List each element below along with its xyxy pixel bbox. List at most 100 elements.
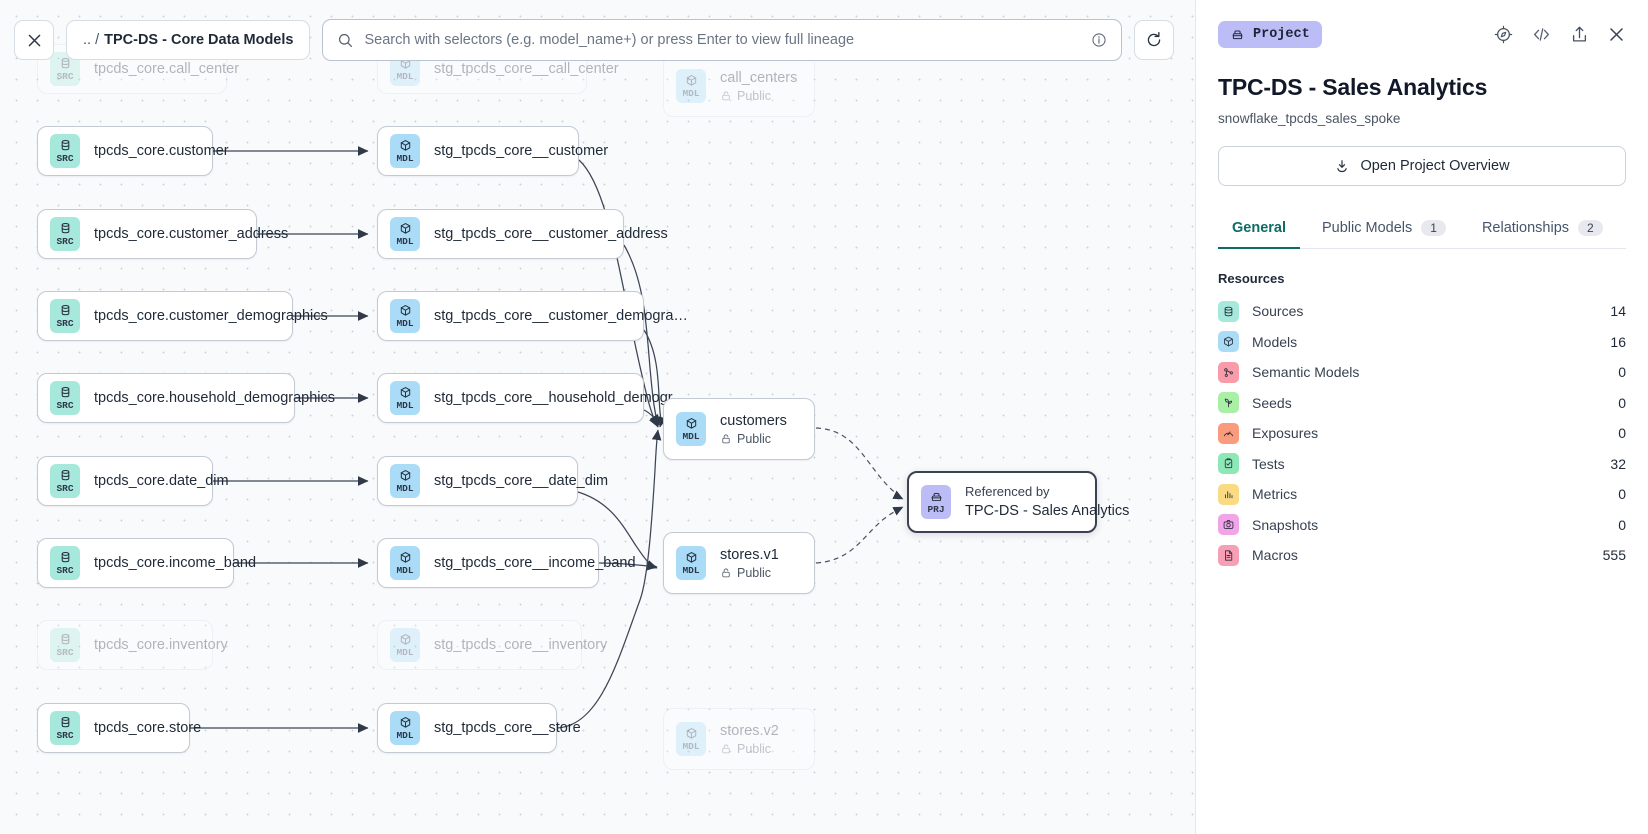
resource-row-exposures[interactable]: Exposures 0 <box>1218 418 1626 449</box>
src-db-icon <box>61 57 69 69</box>
badge-label: MDL <box>682 431 700 442</box>
node-text-group: stg_tpcds_core__call_center <box>434 60 619 78</box>
badge-label: SRC <box>56 730 74 741</box>
node-text-group: tpcds_core.customer_address <box>94 225 288 243</box>
refresh-button[interactable] <box>1134 20 1174 60</box>
node-title: stg_tpcds_core__customer_demogra… <box>434 308 688 324</box>
project-chip-label: Project <box>1253 26 1310 42</box>
document-icon <box>1225 550 1233 561</box>
mdl-badge: MDL <box>390 711 420 745</box>
badge-label: MDL <box>396 153 414 164</box>
badge-label: MDL <box>396 318 414 329</box>
src-badge: SRC <box>50 299 80 333</box>
node-title: stores.v1 <box>720 546 779 563</box>
seedling-icon <box>1224 398 1233 408</box>
graph-icon-container <box>1218 361 1239 383</box>
node-text-group: stg_tpcds_core__customer <box>434 142 608 160</box>
node-title: tpcds_core.date_dim <box>94 473 229 489</box>
node-title: tpcds_core.customer <box>94 143 229 159</box>
mdl-cube-icon <box>686 728 696 739</box>
node-text-group: tpcds_core.date_dim <box>94 472 229 490</box>
tab-label: General <box>1232 220 1286 236</box>
lock-icon <box>722 744 730 754</box>
explore-button[interactable] <box>1494 25 1513 44</box>
badge-label: PRJ <box>927 504 945 515</box>
graph-node-mdl_stg_customer[interactable]: MDL stg_tpcds_core__customer <box>377 126 608 176</box>
node-visibility-label: Public <box>737 431 772 446</box>
share-icon <box>1572 26 1587 42</box>
mdl-badge: MDL <box>390 546 420 580</box>
resource-name: Sources <box>1252 303 1304 320</box>
info-icon[interactable] <box>1091 32 1107 48</box>
breadcrumb[interactable]: .. / TPC-DS - Core Data Models <box>66 20 311 60</box>
share-button[interactable] <box>1570 25 1589 44</box>
clipboard-icon <box>1224 458 1233 469</box>
lock-icon <box>722 91 730 101</box>
resource-name: Snapshots <box>1252 516 1319 533</box>
camera-icon <box>1223 520 1234 530</box>
open-project-overview-button[interactable]: Open Project Overview <box>1218 146 1626 186</box>
mdl-cube-icon <box>400 387 410 398</box>
page-title: TPC-DS - Sales Analytics <box>1218 74 1488 100</box>
search-box[interactable] <box>322 19 1122 61</box>
resource-count: 0 <box>1618 425 1626 442</box>
mdl-cube-icon <box>400 140 410 151</box>
lock-icon <box>722 568 730 578</box>
src-badge: SRC <box>50 628 80 662</box>
badge-label: SRC <box>56 236 74 247</box>
resource-name: Metrics <box>1252 486 1298 503</box>
node-title: tpcds_core.customer_demographics <box>94 308 328 324</box>
graph-node-src_inventory[interactable]: SRC tpcds_core.inventory <box>37 620 228 670</box>
graph-node-src_cust_demo[interactable]: SRC tpcds_core.customer_demographics <box>37 291 328 341</box>
code-button[interactable] <box>1531 24 1552 45</box>
tab-general[interactable]: General <box>1218 210 1300 249</box>
close-panel-button[interactable] <box>1607 25 1626 44</box>
node-text-group: tpcds_core.customer <box>94 142 229 160</box>
graph-node-src_cust_addr[interactable]: SRC tpcds_core.customer_address <box>37 209 288 259</box>
node-text-group: stg_tpcds_core__customer_demogra… <box>434 307 688 325</box>
graph-node-src_store[interactable]: SRC tpcds_core.store <box>37 703 201 753</box>
search-input[interactable] <box>364 32 1081 48</box>
node-visibility: Public <box>720 89 797 104</box>
resource-row-metrics[interactable]: Metrics 0 <box>1218 479 1626 510</box>
project-icon <box>1232 29 1243 39</box>
close-lineage-button[interactable] <box>14 20 54 60</box>
resource-count: 0 <box>1618 394 1626 411</box>
node-title: tpcds_core.call_center <box>94 61 240 77</box>
close-icon <box>1610 27 1623 41</box>
resource-count: 0 <box>1618 486 1626 503</box>
resource-name: Exposures <box>1252 425 1319 442</box>
node-title: tpcds_core.income_band <box>94 555 257 571</box>
resource-name: Semantic Models <box>1252 364 1360 381</box>
project-chip[interactable]: Project <box>1218 20 1322 48</box>
graph-node-mdl_stg_cust_demo[interactable]: MDL stg_tpcds_core__customer_demogra… <box>377 291 688 341</box>
node-title: tpcds_core.store <box>94 720 202 736</box>
node-title: tpcds_core.inventory <box>94 637 228 653</box>
